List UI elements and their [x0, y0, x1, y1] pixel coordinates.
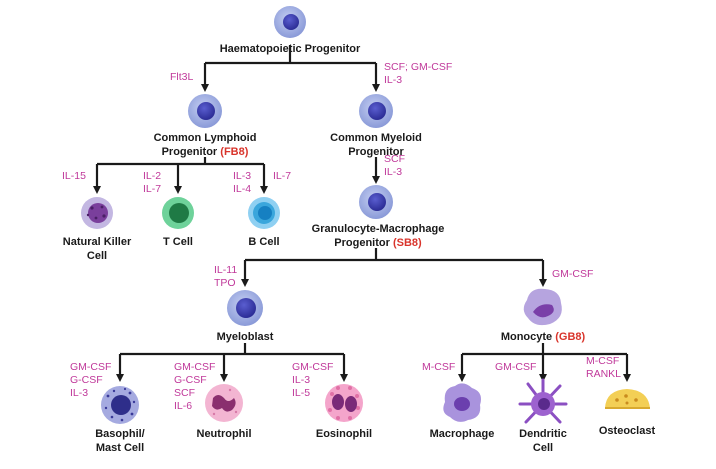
clp-cell-icon	[188, 94, 222, 128]
basophil-label-line1: Basophil/	[95, 428, 145, 440]
factor-to-clp: Flt3L	[170, 71, 194, 83]
factor-line: IL-3	[292, 374, 310, 386]
factor-line: GM-CSF	[552, 268, 593, 280]
factor-to-basophil: GM-CSF G-CSF IL-3	[70, 361, 114, 399]
factor-to-nk: IL-15	[62, 170, 86, 182]
gmp-label-line2: Progenitor (SB8)	[334, 237, 422, 249]
factor-line: IL-15	[62, 170, 86, 182]
factor-to-macrophage: M-CSF	[422, 361, 455, 373]
factor-line: IL-3	[70, 387, 88, 399]
factor-to-cmp: SCF; GM-CSF IL-3	[384, 61, 455, 86]
myeloblast-label: Myeloblast	[217, 331, 274, 343]
factor-line: G-CSF	[174, 374, 207, 386]
eosinophil-label: Eosinophil	[316, 428, 372, 440]
factor-line: IL-5	[292, 387, 310, 399]
factor-line: SCF	[384, 153, 405, 165]
bcell-label: B Cell	[248, 236, 279, 248]
dendritic-cell-icon	[518, 378, 568, 424]
factor-line: IL-4	[233, 183, 251, 195]
factor-line: GM-CSF	[174, 361, 215, 373]
factor-to-gmp: SCF IL-3	[384, 153, 408, 178]
factor-line: G-CSF	[70, 374, 103, 386]
factor-line: IL-3	[384, 74, 402, 86]
factor-to-dendritic: GM-CSF	[495, 361, 536, 373]
factor-line: M-CSF	[422, 361, 455, 373]
factor-line: SCF	[174, 387, 195, 399]
factor-to-eosinophil: GM-CSF IL-3 IL-5	[292, 361, 336, 399]
factor-line: IL-7	[273, 170, 291, 182]
basophil-label-line2: Mast Cell	[96, 442, 144, 454]
clp-label-text: Progenitor	[162, 146, 218, 158]
factor-line: RANKL	[586, 368, 621, 380]
basophil-cell-icon	[101, 386, 139, 424]
factor-line: TPO	[214, 277, 236, 289]
clp-label-line1: Common Lymphoid	[154, 132, 257, 144]
clp-code: (FB8)	[220, 146, 248, 158]
bcell-icon	[248, 197, 280, 229]
gmp-label-line1: Granulocyte-Macrophage	[312, 223, 445, 235]
factor-line: Flt3L	[170, 71, 194, 83]
gmp-label-text: Progenitor	[334, 237, 390, 249]
osteoclast-label: Osteoclast	[599, 425, 656, 437]
monocyte-cell-icon	[523, 288, 562, 326]
factor-line: GM-CSF	[70, 361, 111, 373]
monocyte-code: (GB8)	[555, 331, 585, 343]
factor-line: IL-7	[143, 183, 161, 195]
nk-cell-icon	[81, 197, 113, 229]
cmp-label-line1: Common Myeloid	[330, 132, 422, 144]
myeloblast-cell-icon	[227, 290, 263, 326]
hsc-label: Haematopoietic Progenitor	[220, 43, 361, 55]
factor-line: IL-2	[143, 170, 161, 182]
gmp-cell-icon	[359, 185, 393, 219]
dendritic-label-line2: Cell	[533, 442, 553, 454]
cmp-cell-icon	[359, 94, 393, 128]
connector-lines	[93, 45, 631, 382]
factor-to-monocyte: GM-CSF	[552, 268, 593, 280]
factor-line: GM-CSF	[495, 361, 536, 373]
factor-line: GM-CSF	[292, 361, 333, 373]
eosinophil-cell-icon	[325, 384, 363, 422]
factor-line: IL-3	[233, 170, 251, 182]
tcell-label: T Cell	[163, 236, 193, 248]
factor-line: IL-3	[384, 166, 402, 178]
gmp-code: (SB8)	[393, 237, 422, 249]
factor-to-neutrophil: GM-CSF G-CSF SCF IL-6	[174, 361, 218, 412]
factor-to-tcell: IL-2 IL-7	[143, 170, 164, 195]
hsc-cell-icon	[274, 6, 306, 38]
neutrophil-label: Neutrophil	[197, 428, 252, 440]
neutrophil-cell-icon	[205, 384, 243, 422]
factor-to-osteoclast: M-CSF RANKL	[586, 355, 622, 380]
factor-to-myeloblast: IL-11 TPO	[214, 264, 240, 289]
monocyte-label: Monocyte (GB8)	[501, 331, 586, 343]
factor-line: SCF; GM-CSF	[384, 61, 452, 73]
macrophage-cell-icon	[443, 383, 481, 422]
macrophage-label: Macrophage	[430, 428, 495, 440]
factor-line: IL-6	[174, 400, 192, 412]
factor-to-bcell-b: IL-7	[273, 170, 291, 182]
nk-label-line2: Cell	[87, 250, 107, 262]
factor-line: M-CSF	[586, 355, 619, 367]
factor-to-bcell-a: IL-3 IL-4	[233, 170, 254, 195]
tcell-icon	[162, 197, 194, 229]
factor-line: IL-11	[214, 264, 237, 276]
clp-label-line2: Progenitor (FB8)	[162, 146, 249, 158]
dendritic-label-line1: Dendritic	[519, 428, 567, 440]
nk-label-line1: Natural Killer	[63, 236, 132, 248]
monocyte-label-text: Monocyte	[501, 331, 552, 343]
osteoclast-cell-icon	[605, 389, 650, 409]
cmp-label-line2: Progenitor	[348, 146, 404, 158]
